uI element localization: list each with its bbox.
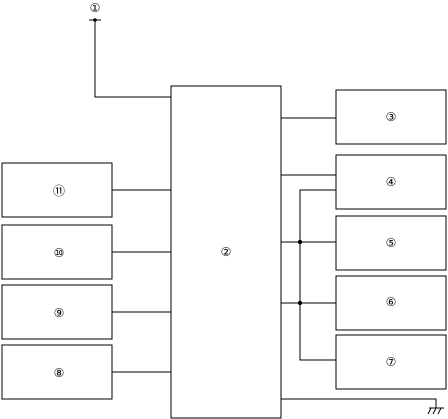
block-11 xyxy=(1,162,113,218)
block-10-label: ⑩ xyxy=(54,246,65,260)
block-4-label: ④ xyxy=(386,175,397,189)
block-8-label: ⑧ xyxy=(54,366,65,380)
block-8 xyxy=(1,344,113,400)
block-6-label: ⑥ xyxy=(386,295,397,309)
block-3 xyxy=(335,89,447,145)
block-7 xyxy=(335,334,447,390)
block-3-label: ③ xyxy=(386,110,397,124)
main-block-label: ② xyxy=(221,245,232,259)
wire-terminal-1-to-main xyxy=(94,20,171,98)
terminal-1-label: ① xyxy=(90,1,101,15)
block-5-label: ⑤ xyxy=(386,236,397,250)
ground-icon xyxy=(427,407,444,415)
junction-dot-block-5 xyxy=(297,239,303,245)
block-7-label: ⑦ xyxy=(386,355,397,369)
bus-blocks-4-to-7 xyxy=(299,189,336,361)
main-block xyxy=(170,85,282,419)
block-11-label: ⑪ xyxy=(53,184,65,198)
block-4 xyxy=(335,154,447,210)
block-5 xyxy=(335,215,447,271)
wire-main-to-ground xyxy=(281,398,437,408)
junction-dot-block-6 xyxy=(297,300,303,306)
block-9-label: ⑨ xyxy=(54,306,65,320)
